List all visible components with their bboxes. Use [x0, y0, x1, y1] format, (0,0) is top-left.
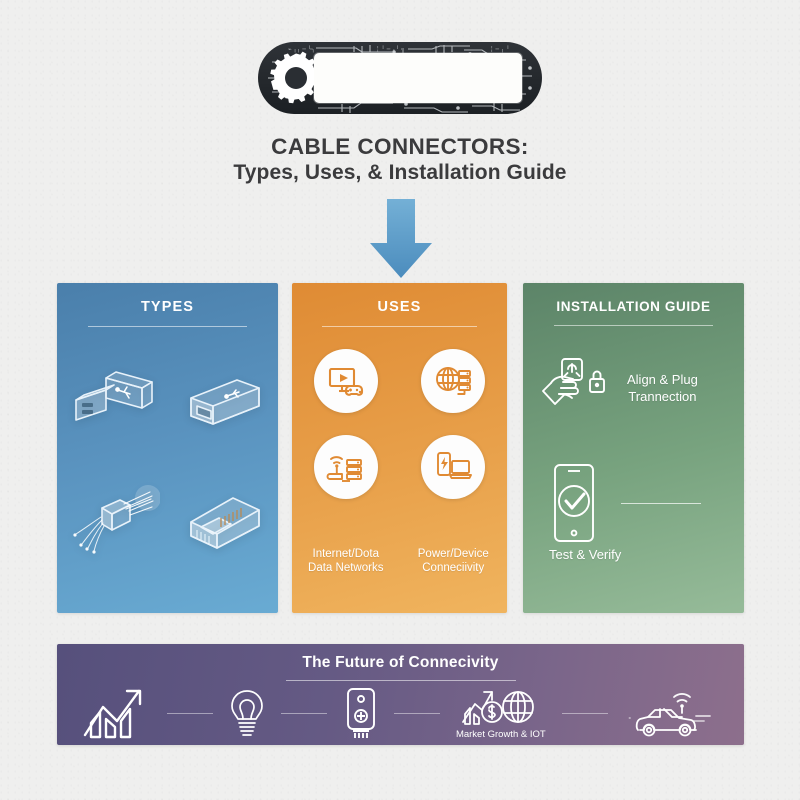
- footer-label-market-growth: Market Growth & IOT: [455, 729, 546, 740]
- footer-connector-1: [167, 712, 214, 714]
- globe-server-icon: [436, 367, 472, 395]
- install-step-2: [523, 461, 744, 545]
- install-step-1-line1: Align & Plug: [627, 372, 698, 387]
- usb-a-icon: [75, 371, 154, 421]
- uses-label-internet: Internet/Dota Data Networks: [292, 547, 400, 575]
- market-globe-icon: [461, 691, 534, 725]
- sensor-device-icon: [346, 688, 375, 738]
- phone-laptop-power-icon: [437, 452, 473, 479]
- footer-item-smart-car: [624, 684, 722, 742]
- rj45-icon: [189, 497, 260, 549]
- monitor-gamepad-icon: [328, 367, 363, 396]
- uses-icon-router-server[interactable]: [313, 435, 378, 499]
- footer-connector-2: [281, 712, 328, 714]
- footer-rule: [285, 680, 516, 681]
- footer-item-growth: [79, 685, 151, 741]
- uses-icon-phone-laptop-power[interactable]: [421, 435, 486, 499]
- router-server-icon: [326, 456, 362, 482]
- uses-label-internet-line2: Data Networks: [308, 562, 384, 574]
- title-line-1: CABLE CONNECTORS:: [271, 134, 529, 159]
- svg-text:╎ ╵╶╴╷╵ ╗: ╎ ╵╶╴╷╵ ╗: [376, 45, 405, 53]
- uses-label-power-line1: Power/Device: [417, 548, 489, 560]
- hdmi-icon: [189, 379, 260, 425]
- column-uses-title: USES: [377, 299, 422, 315]
- growth-chart-arrow-icon: [83, 689, 142, 739]
- column-uses: USES: [292, 283, 507, 613]
- footer-connector-3: [393, 712, 440, 714]
- footer-icon-row: Market Growth & IOT: [57, 682, 744, 744]
- install-step-1-line2: Trannection: [628, 389, 697, 404]
- lightbulb-icon: [231, 690, 264, 736]
- uses-icon-monitor-gamepad[interactable]: [313, 349, 378, 413]
- phone-check-icon: [554, 464, 594, 542]
- uses-label-internet-line1: Internet/Dota: [312, 548, 379, 560]
- footer-banner: The Future of Connecivity: [57, 644, 744, 745]
- svg-text:╎╶╴╷ ╵: ╎╶╴╷ ╵: [490, 45, 510, 53]
- column-install-title: INSTALLATION GUIDE: [556, 299, 711, 314]
- uses-icon-globe-server[interactable]: [421, 349, 486, 413]
- install-step-1: Align & Plug Trannection: [523, 353, 744, 423]
- uses-icon-grid: [292, 349, 507, 499]
- types-icon-grid: [57, 345, 278, 581]
- column-uses-rule: [322, 326, 477, 327]
- hand-plug-lock-icon: [542, 358, 605, 405]
- svg-text:⌁ ╷╷╶╴╰╮: ⌁ ╷╷╶╴╰╮: [288, 45, 315, 53]
- gear-icon: [270, 51, 319, 104]
- fiber-optic-icon: [73, 485, 161, 554]
- header-banner: ⌁ ╷╷╶╴╰╮ ╎ ╵╶╴╷╵ ╗ ╎╶╴╷ ╵: [258, 42, 542, 114]
- column-types-title: TYPES: [140, 299, 195, 315]
- column-types-rule: [87, 326, 248, 327]
- footer-item-lightbulb: [229, 687, 265, 739]
- install-step-1-text: Align & Plug Trannection: [627, 371, 698, 405]
- uses-label-power: Power/Device Conneciivity: [400, 547, 508, 575]
- footer-item-market-growth: Market Growth & IOT: [456, 686, 546, 740]
- down-arrow-icon: [370, 199, 432, 278]
- smart-car-wifi-icon: [628, 693, 711, 737]
- install-step-2-caption: Test & Verify: [549, 547, 622, 562]
- uses-label-power-line2: Conneciivity: [422, 562, 485, 574]
- install-step-2-divider: [621, 502, 701, 504]
- title-line-2: Types, Uses, & Installation Guide: [233, 161, 567, 184]
- column-types: TYPES: [57, 283, 278, 613]
- column-install-rule: [553, 325, 714, 326]
- page-title: CABLE CONNECTORS: Types, Uses, & Install…: [0, 134, 800, 185]
- footer-title: The Future of Connecivity: [302, 654, 499, 671]
- footer-connector-4: [561, 712, 608, 714]
- footer-item-sensor: [344, 685, 378, 741]
- column-installation-guide: INSTALLATION GUIDE Alig: [523, 283, 744, 613]
- banner-inner-panel: [314, 53, 522, 103]
